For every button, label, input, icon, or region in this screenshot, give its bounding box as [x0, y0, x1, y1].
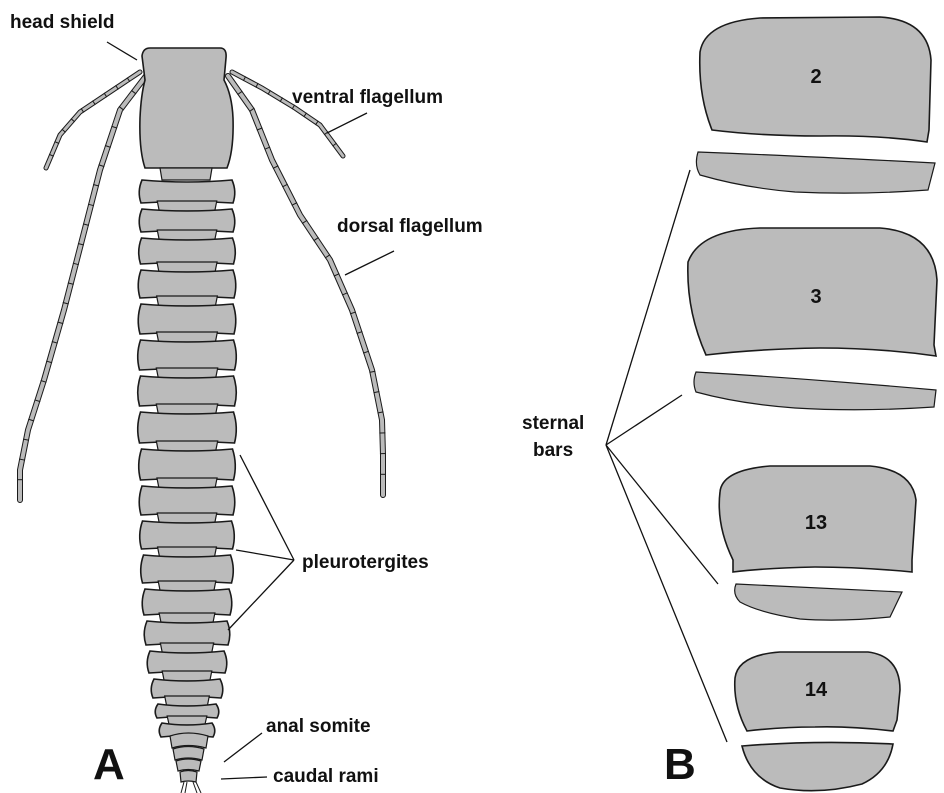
- anal-somite-label: anal somite: [266, 717, 371, 736]
- right-ventral-flagellum: [232, 72, 343, 156]
- intersegment-membrane: [157, 262, 217, 272]
- dorsal-flagellum-label: dorsal flagellum: [337, 217, 483, 236]
- intersegment-membrane: [165, 696, 210, 706]
- pleurotergite-10: [139, 486, 235, 515]
- sternal-leader-1: [606, 170, 690, 445]
- pleurotergites-group: [138, 180, 237, 737]
- animal-body: [17, 48, 386, 793]
- intersegment-membrane: [158, 581, 216, 591]
- head-shield-shape: [140, 48, 233, 168]
- sternal-leader-3: [606, 445, 718, 584]
- pleurotergite-15: [147, 651, 227, 673]
- intersegment-membrane: [160, 643, 213, 653]
- sternal-leader-4: [606, 445, 727, 742]
- ventral-flagellum-label: ventral flagellum: [292, 88, 443, 107]
- neck-shape: [160, 168, 212, 180]
- panel-a-letter: A: [93, 743, 125, 787]
- panel-b-plates: [688, 17, 937, 791]
- pleurotergites-label: pleurotergites: [302, 553, 429, 572]
- sternal-bar-14-shape: [742, 742, 893, 790]
- pleurotergite-11: [140, 521, 235, 549]
- sternal-label: sternal: [522, 414, 584, 433]
- pleurotergites-leader-2: [236, 550, 294, 560]
- pleurotergites-leader-3: [228, 560, 294, 630]
- anal-somite-leader: [224, 733, 262, 762]
- pleurotergite-9: [139, 449, 236, 480]
- pleurotergite-3: [139, 238, 236, 264]
- pleurotergite-2: [139, 209, 235, 232]
- pleurotergite-8: [138, 412, 237, 443]
- intersegment-membrane: [159, 613, 215, 623]
- sternal-leader-2: [606, 395, 682, 445]
- intersegment-membrane: [157, 201, 217, 211]
- intersegment-membrane: [157, 478, 217, 488]
- segment-number-14: 14: [805, 680, 827, 700]
- head-shield-label: head shield: [10, 13, 115, 32]
- segment-number-2: 2: [810, 67, 821, 87]
- pleurotergite-13: [142, 589, 232, 615]
- sternal-bar-3-shape: [694, 372, 936, 410]
- intersegment-membrane: [157, 332, 218, 342]
- caudal-rami-leader: [221, 777, 267, 779]
- right-dorsal-flagellum: [228, 76, 386, 495]
- intersegment-membrane: [157, 513, 217, 523]
- panel-b-letter: B: [664, 743, 696, 787]
- pleurotergite-4: [138, 270, 236, 298]
- intersegment-membrane: [158, 547, 217, 557]
- segment-number-3: 3: [810, 287, 821, 307]
- pleurotergite-16: [151, 679, 223, 698]
- caudal-rami-shape: [181, 782, 201, 793]
- caudal-rami-label: caudal rami: [273, 767, 379, 786]
- pleurotergite-1: [139, 180, 235, 203]
- sternal-bar-2-shape: [696, 152, 935, 193]
- pleurotergite-12: [141, 555, 234, 583]
- sternal-bar-13-shape: [735, 584, 902, 620]
- pleurotergite-6: [138, 340, 237, 370]
- left-dorsal-flagellum: [17, 76, 146, 500]
- bars-label: bars: [533, 441, 573, 460]
- intersegment-membrane: [162, 671, 212, 681]
- head-shield-leader: [107, 42, 137, 60]
- intersegment-membrane: [156, 368, 217, 378]
- intersegment-membrane: [156, 441, 217, 451]
- left-ventral-flagellum: [46, 72, 140, 168]
- ventral-flagellum-leader: [327, 113, 367, 133]
- pleurotergite-5: [138, 304, 236, 334]
- intersegment-membrane: [157, 296, 218, 306]
- pleurotergite-14: [144, 621, 230, 645]
- pleurotergite-7: [138, 376, 237, 406]
- intersegment-membrane: [157, 230, 217, 240]
- anal-somite-shape: [170, 733, 208, 782]
- pleurotergites-leader-1: [240, 455, 294, 560]
- dorsal-flagellum-leader: [345, 251, 394, 275]
- intersegment-membrane: [156, 404, 217, 414]
- segment-number-13: 13: [805, 513, 827, 533]
